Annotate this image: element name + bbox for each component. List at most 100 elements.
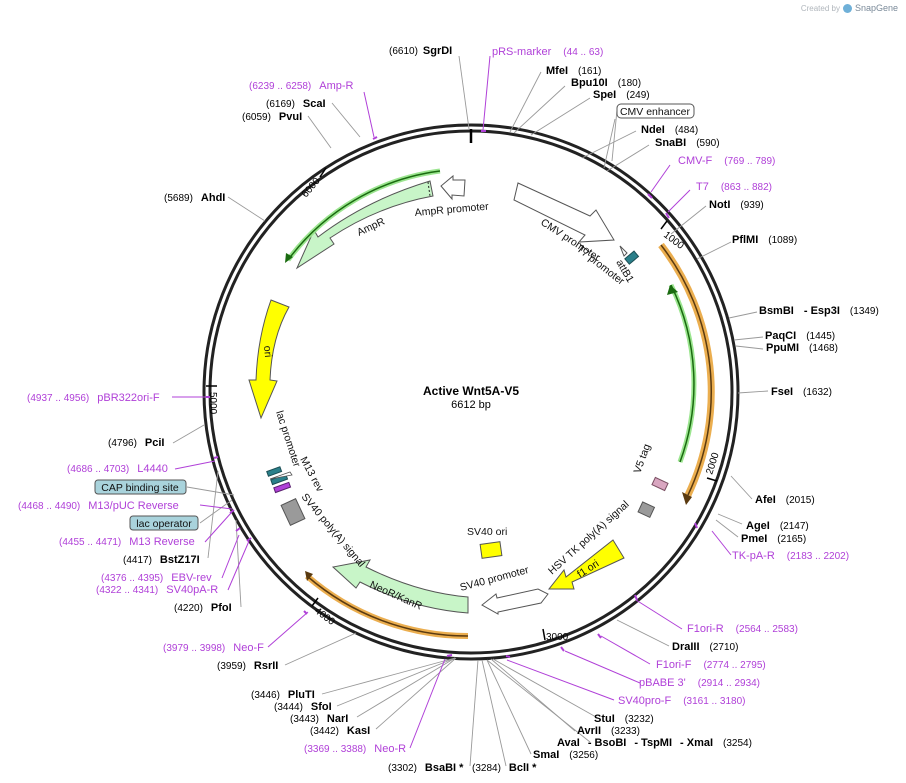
svg-text:FseI(1632): FseI(1632): [771, 386, 832, 398]
primer-f1ori-r-name: F1ori-R: [687, 623, 724, 635]
tick-label-4000: 4000: [312, 606, 337, 628]
site-bsabi[interactable]: (3302)BsaBI *: [388, 762, 464, 774]
site-ndei[interactable]: NdeI (484): [641, 124, 698, 136]
site-kasi[interactable]: (3442)KasI: [310, 725, 370, 737]
svg-text:PflMI(1089): PflMI(1089): [732, 234, 797, 246]
site-bstz17i[interactable]: (4417)BstZ17I: [123, 554, 200, 566]
site-noti[interactable]: NotI(939): [709, 199, 764, 211]
site-pfoi[interactable]: (4220)PfoI: [174, 602, 232, 614]
svg-text:NdeI(484): NdeI (484): [641, 124, 698, 136]
site-sgrdi[interactable]: (6610)SgrDI: [389, 45, 452, 57]
primer-t7[interactable]: T7(863 .. 882): [696, 181, 772, 193]
site-paqci-pos: (1445): [806, 331, 835, 342]
site-bsobi-name: - BsoBI: [588, 737, 627, 749]
site-smai[interactable]: SmaI(3256): [533, 749, 598, 761]
primer-pbr322ori-f[interactable]: (4937 .. 4956)pBR322ori-F: [27, 392, 160, 404]
sv40-polya-box: [280, 497, 306, 527]
primer-f1ori-r[interactable]: F1ori-R(2564 .. 2583): [687, 623, 798, 635]
primer-neo-r[interactable]: (3369 .. 3388)Neo-R: [304, 743, 406, 755]
site-avai-pos: (3254): [723, 738, 752, 749]
site-pluti[interactable]: (3446)PluTI: [251, 689, 315, 701]
svg-text:(4686 .. 4703)L4440: (4686 .. 4703)L4440: [67, 463, 168, 475]
svg-text:(3284)BclI *: (3284)BclI *: [472, 762, 537, 774]
primer-sv40pro-f[interactable]: SV40pro-F (3161 .. 3180): [618, 695, 745, 707]
site-agei[interactable]: AgeI(2147): [746, 520, 809, 532]
site-pvui[interactable]: (6059)PvuI: [242, 111, 302, 123]
primer-pbabe3[interactable]: pBABE 3'(2914 .. 2934): [639, 677, 760, 689]
site-bcli[interactable]: (3284)BclI *: [472, 762, 537, 774]
ampr-arrow: [295, 180, 434, 270]
site-avrii[interactable]: AvrII (3233): [577, 725, 640, 737]
cap-binding-site-callout: CAP binding site: [94, 479, 187, 495]
plasmid-name: Active Wnt5A-V5: [423, 384, 519, 398]
site-sfoi[interactable]: (3444)SfoI: [274, 701, 332, 713]
ampr-orf-arrowhead: [285, 253, 293, 263]
primer-tk-pa-r[interactable]: TK-pA-R(2183 .. 2202): [732, 550, 849, 562]
site-mfei[interactable]: MfeI(161): [546, 65, 601, 77]
site-snabi[interactable]: SnaBI(590): [655, 137, 720, 149]
site-ahdi[interactable]: (5689)AhdI: [164, 192, 225, 204]
site-avrii-pos: (3233): [611, 726, 640, 737]
primer-amp-r[interactable]: (6239 .. 6258)Amp-R: [249, 80, 354, 92]
site-fsei[interactable]: FseI(1632): [771, 386, 832, 398]
site-draiii-name: DraIII: [672, 641, 700, 653]
svg-text:TK-pA-R(2183 .. 2202): TK-pA-R(2183 .. 2202): [732, 550, 849, 562]
primer-f1ori-f[interactable]: F1ori-F(2774 .. 2795): [656, 659, 766, 671]
site-bpu10i[interactable]: Bpu10I(180): [571, 77, 641, 89]
site-afei[interactable]: AfeI(2015): [755, 494, 815, 506]
svg-text:AvaI- BsoBI- TspMI- XmaI(3254): AvaI- BsoBI- TspMI- XmaI(3254): [557, 737, 752, 749]
site-pcii-name: PciI: [145, 437, 165, 449]
svg-text:F1ori-F(2774 .. 2795): F1ori-F(2774 .. 2795): [656, 659, 766, 671]
primer-markers: [206, 130, 698, 658]
svg-text:T7(863 .. 882): T7(863 .. 882): [696, 181, 772, 193]
primer-m13-puc-reverse[interactable]: (4468 .. 4490)M13/pUC Reverse: [18, 500, 179, 512]
svg-text:(6169)ScaI: (6169)ScaI: [266, 98, 326, 110]
primer-cmv-f[interactable]: CMV-F(769 .. 789): [678, 155, 775, 167]
primer-pbr322ori-f-name: pBR322ori-F: [97, 392, 160, 404]
site-fsei-pos: (1632): [803, 387, 832, 398]
wnt5a-orf-arrowhead: [682, 492, 692, 505]
site-pmei[interactable]: PmeI(2165): [741, 533, 806, 545]
site-scai[interactable]: (6169)ScaI: [266, 98, 326, 110]
primer-prs-marker[interactable]: pRS-marker(44 .. 63): [492, 46, 603, 58]
misc-grey-box-right: [637, 501, 656, 519]
site-rsrii[interactable]: (3959)RsrII: [217, 660, 278, 672]
site-draiii[interactable]: DraIII(2710): [672, 641, 738, 653]
site-kasi-pos: (3442): [310, 726, 339, 737]
site-ppumi[interactable]: PpuMI(1468): [766, 342, 838, 354]
primer-neo-f[interactable]: (3979 .. 3998) Neo-F: [163, 642, 264, 654]
site-pvui-name: PvuI: [279, 111, 302, 123]
site-tspmi-name: - TspMI: [634, 737, 672, 749]
site-bsmbi[interactable]: BsmBI- Esp3I(1349): [759, 305, 879, 317]
site-paqci[interactable]: PaqCI(1445): [765, 330, 835, 342]
primer-neo-f-name: Neo-F: [233, 642, 264, 654]
site-ndei-name: NdeI: [641, 124, 665, 136]
inner-orf-arrow: [670, 284, 695, 463]
primer-sv40pro-f-name: SV40pro-F: [618, 695, 671, 707]
svg-text:pRS-marker(44 .. 63): pRS-marker(44 .. 63): [492, 46, 603, 58]
primer-m13-reverse[interactable]: (4455 .. 4471)M13 Reverse: [59, 536, 195, 548]
site-afei-pos: (2015): [786, 495, 815, 506]
site-sgrdi-name: SgrDI: [423, 45, 452, 57]
primer-sv40pa-r[interactable]: (4322 .. 4341)SV40pA-R: [96, 584, 218, 596]
site-pflmi[interactable]: PflMI(1089): [732, 234, 797, 246]
site-spei[interactable]: SpeI(249): [593, 89, 650, 101]
site-nari[interactable]: (3443)NarI: [290, 713, 348, 725]
primer-sv40pro-f-range: (3161 .. 3180): [683, 696, 745, 707]
primer-m13-reverse-name: M13 Reverse: [129, 536, 194, 548]
site-nari-pos: (3443): [290, 714, 319, 725]
primer-ebv-rev[interactable]: (4376 .. 4395)EBV-rev: [101, 572, 212, 584]
m13-rev-box: [273, 481, 292, 494]
site-avrii-name: AvrII: [577, 725, 601, 737]
svg-text:(4468 .. 4490)M13/pUC Reverse: (4468 .. 4490)M13/pUC Reverse: [18, 500, 179, 512]
v5-tag-box: [651, 476, 669, 492]
site-avai[interactable]: AvaI- BsoBI- TspMI- XmaI(3254): [557, 737, 752, 749]
site-ndei-pos: (484): [675, 125, 698, 136]
site-stui[interactable]: StuI(3232): [594, 713, 654, 725]
primer-neo-f-range: (3979 .. 3998): [163, 643, 225, 654]
sv40-promoter-arrow: [481, 588, 549, 615]
site-avai-name: AvaI: [557, 737, 580, 749]
site-pcii[interactable]: (4796)PciI: [108, 437, 164, 449]
primer-callout-lines: [172, 55, 732, 749]
primer-l4440[interactable]: (4686 .. 4703)L4440: [67, 463, 168, 475]
